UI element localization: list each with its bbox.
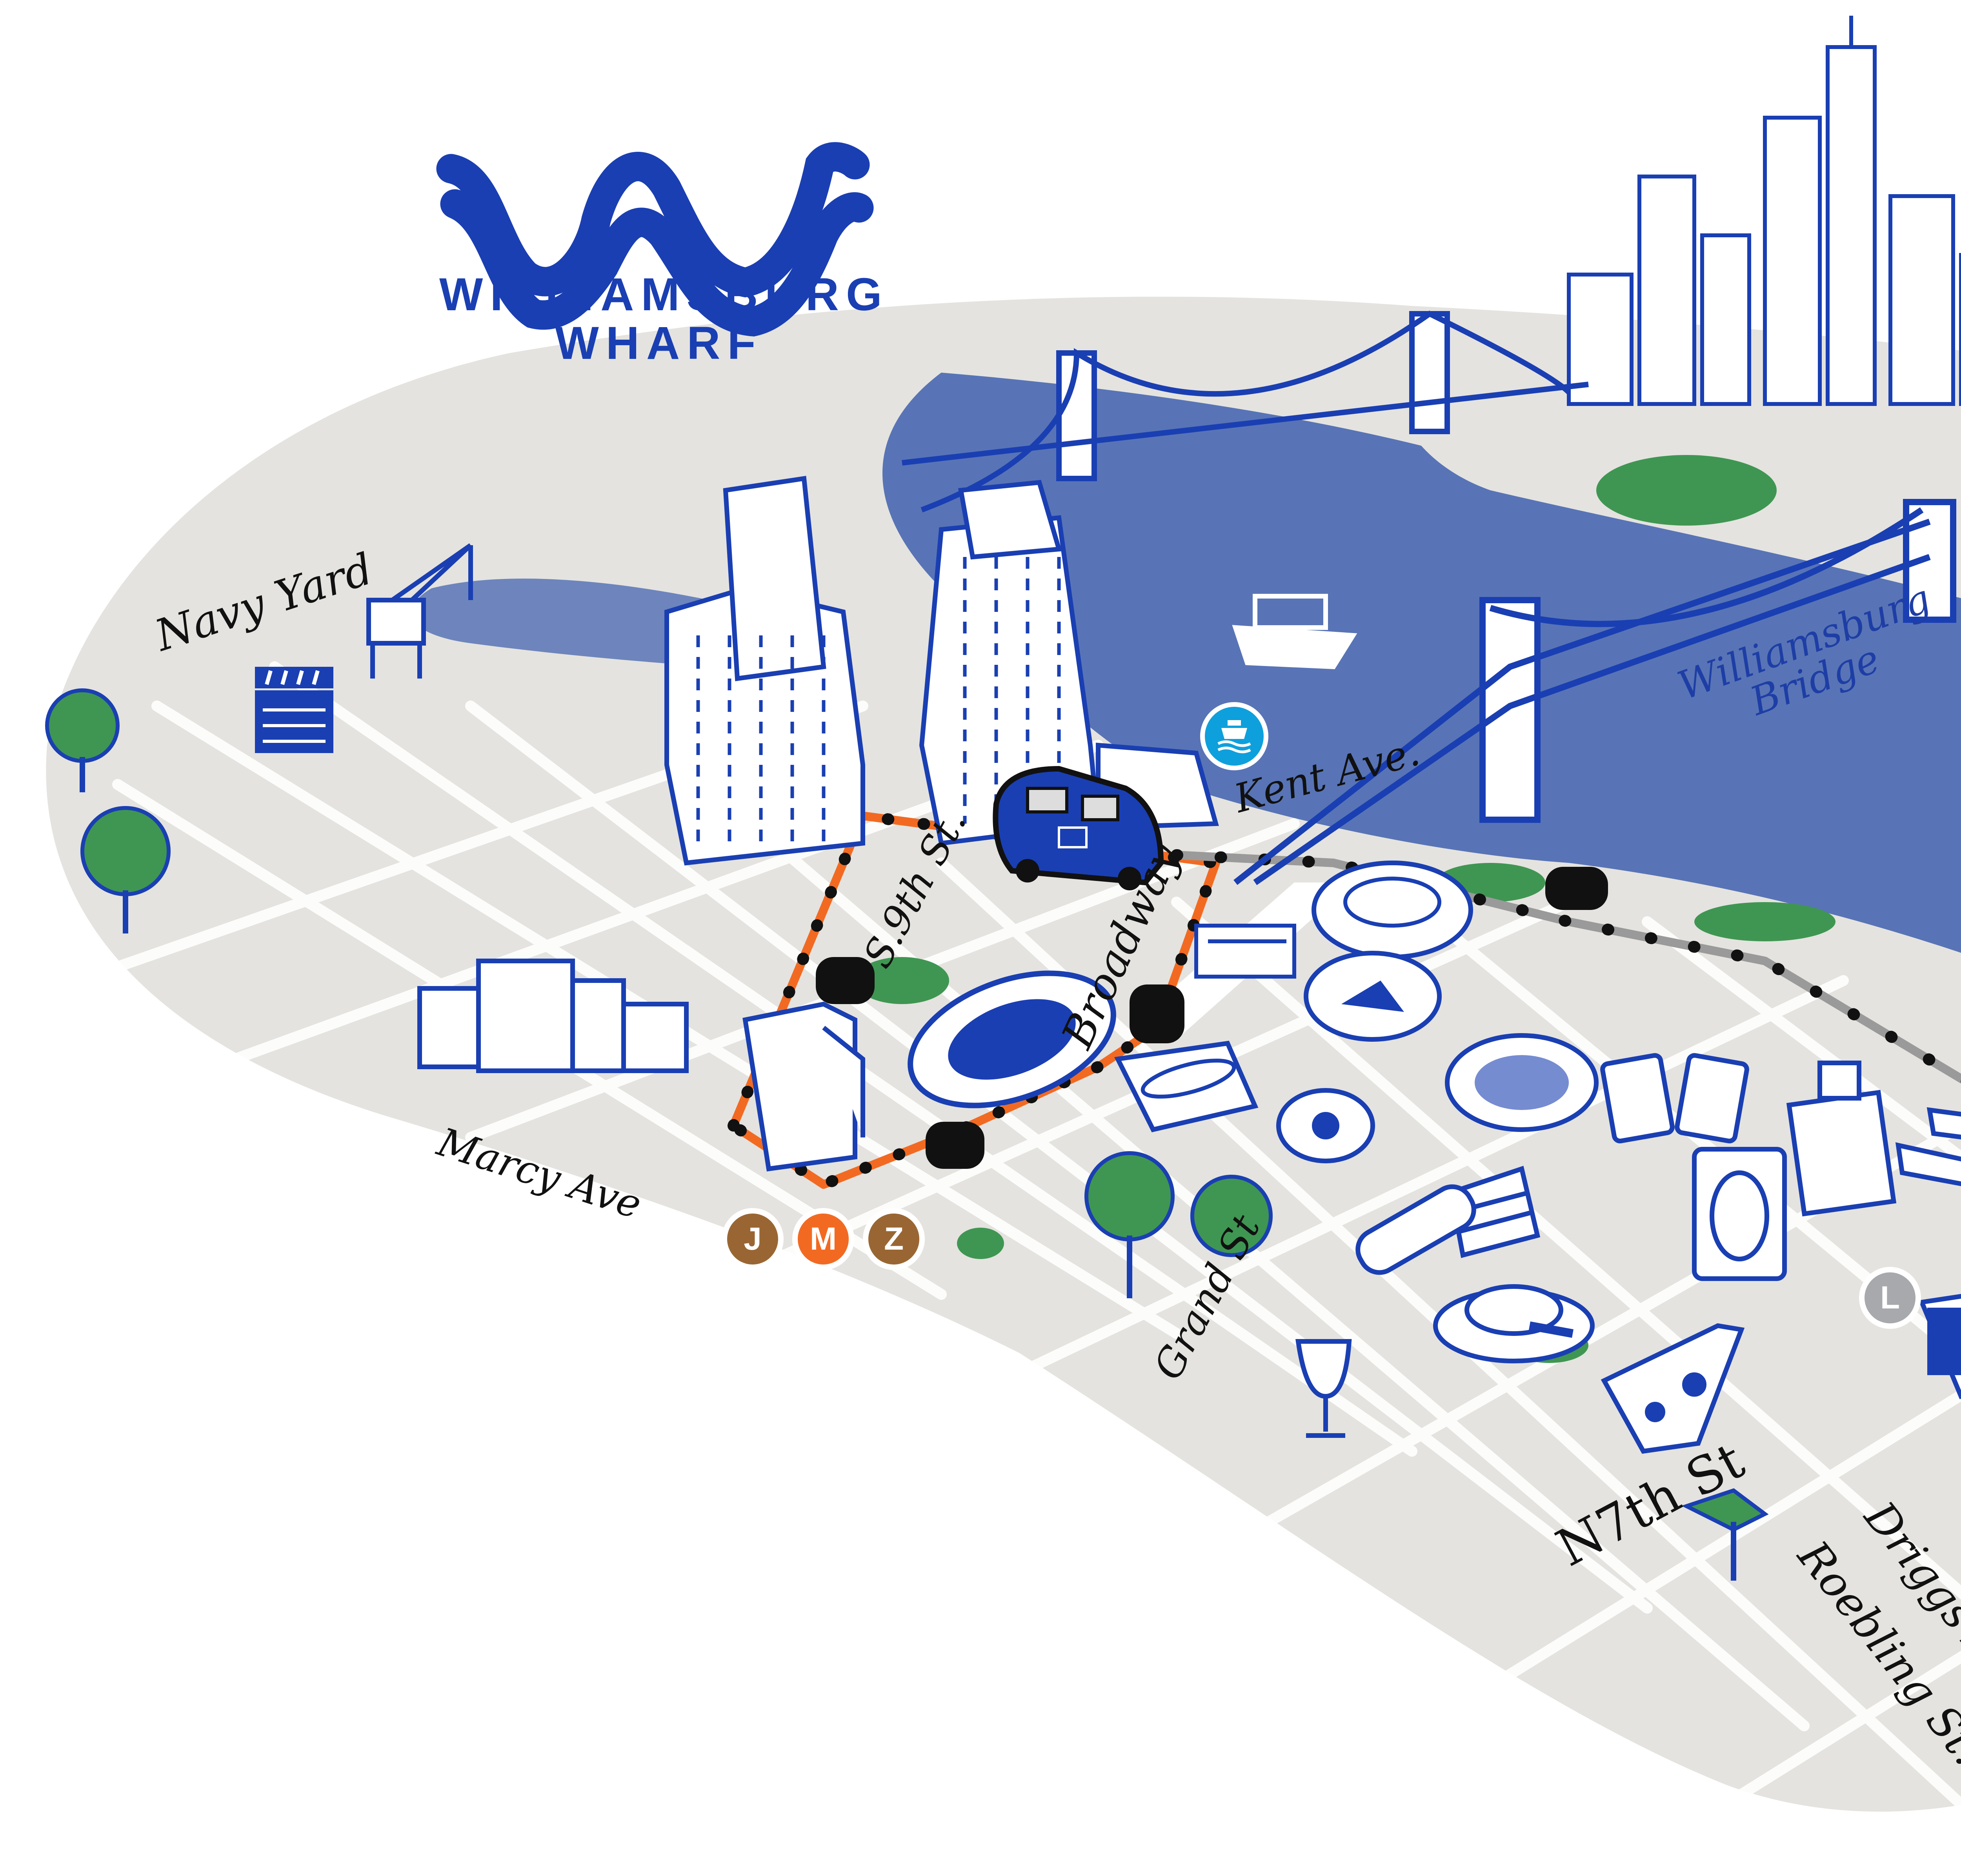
pizza-icon <box>1601 1323 1745 1454</box>
ferry-stop-south[interactable] <box>1200 702 1268 770</box>
crane-icon <box>366 543 473 679</box>
wave-logo-icon <box>436 142 874 337</box>
logo-line-1: WILLIAMSBURG <box>439 269 889 320</box>
sandals-icon <box>1895 1107 1961 1186</box>
dumplings-icon <box>908 970 1116 1108</box>
tree-icon <box>45 688 171 933</box>
subway-badge-z[interactable]: Z <box>863 1208 925 1270</box>
logo-line-2: WHARF <box>555 317 763 369</box>
tower-buildings-icon <box>664 476 1219 866</box>
coffee-icon <box>1433 1284 1595 1363</box>
shuttle-bus-icon <box>816 867 1608 1169</box>
shuttle-van-icon <box>993 766 1164 890</box>
ferry-icon <box>1217 720 1251 753</box>
beer-mugs-icon <box>1600 1053 1749 1144</box>
suspension-bridge-icon <box>1233 499 1956 885</box>
historic-building-icon <box>417 959 689 1073</box>
subway-badge-j[interactable]: J <box>722 1208 784 1270</box>
restaurant-icon <box>1194 924 1296 979</box>
east-river <box>882 373 1961 953</box>
cake-icon <box>1448 1166 1541 1258</box>
skyline-icon <box>1567 16 1961 406</box>
oyster-platter-icon <box>1445 1033 1599 1132</box>
perfume-bottle-icon <box>1786 1061 1897 1217</box>
wine-icon <box>1295 1184 1476 1438</box>
tree-icon <box>1084 1151 1769 1581</box>
logo-wordmark: WILLIAMSBURG WHARF <box>439 269 889 369</box>
subway-badge-m[interactable]: M <box>792 1208 854 1270</box>
tower-windows <box>696 557 1061 843</box>
ferry-boat-icon <box>1232 594 1357 670</box>
subway-stairs-icon <box>1918 1294 1961 1399</box>
clapperboard-icon <box>255 667 333 753</box>
suspension-bridge-icon <box>902 310 1589 513</box>
taco-icon <box>1304 951 1442 1042</box>
sushi-icon <box>1276 1088 1375 1163</box>
candle-icon <box>1692 1147 1787 1281</box>
hotdog-icon <box>1114 1041 1259 1132</box>
subway-stairs-icon <box>742 1001 865 1172</box>
subway-badge-l[interactable]: L <box>1859 1267 1921 1329</box>
